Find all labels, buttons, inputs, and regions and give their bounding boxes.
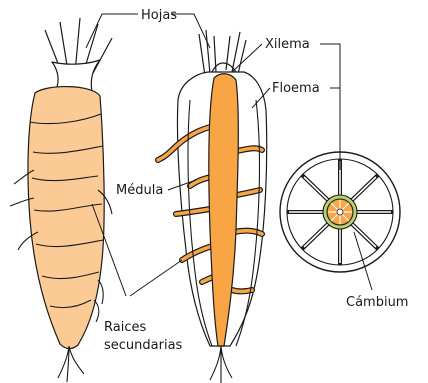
pith-dot xyxy=(337,209,343,215)
label-hojas: Hojas xyxy=(141,8,177,23)
label-xilema: Xilema xyxy=(265,37,310,52)
tap-root-left xyxy=(58,346,84,382)
carrot-body xyxy=(28,87,104,349)
longitudinal-section xyxy=(158,30,267,383)
label-cambium: Cámbium xyxy=(346,295,408,310)
whole-carrot xyxy=(10,18,112,382)
label-raices-line1: Raices xyxy=(104,320,146,335)
leaf-stalks-middle xyxy=(199,30,246,76)
label-floema: Floema xyxy=(272,81,320,96)
label-medula: Médula xyxy=(116,183,163,198)
tap-root-middle xyxy=(210,346,232,383)
label-raices-line2: secundarias xyxy=(104,338,183,353)
